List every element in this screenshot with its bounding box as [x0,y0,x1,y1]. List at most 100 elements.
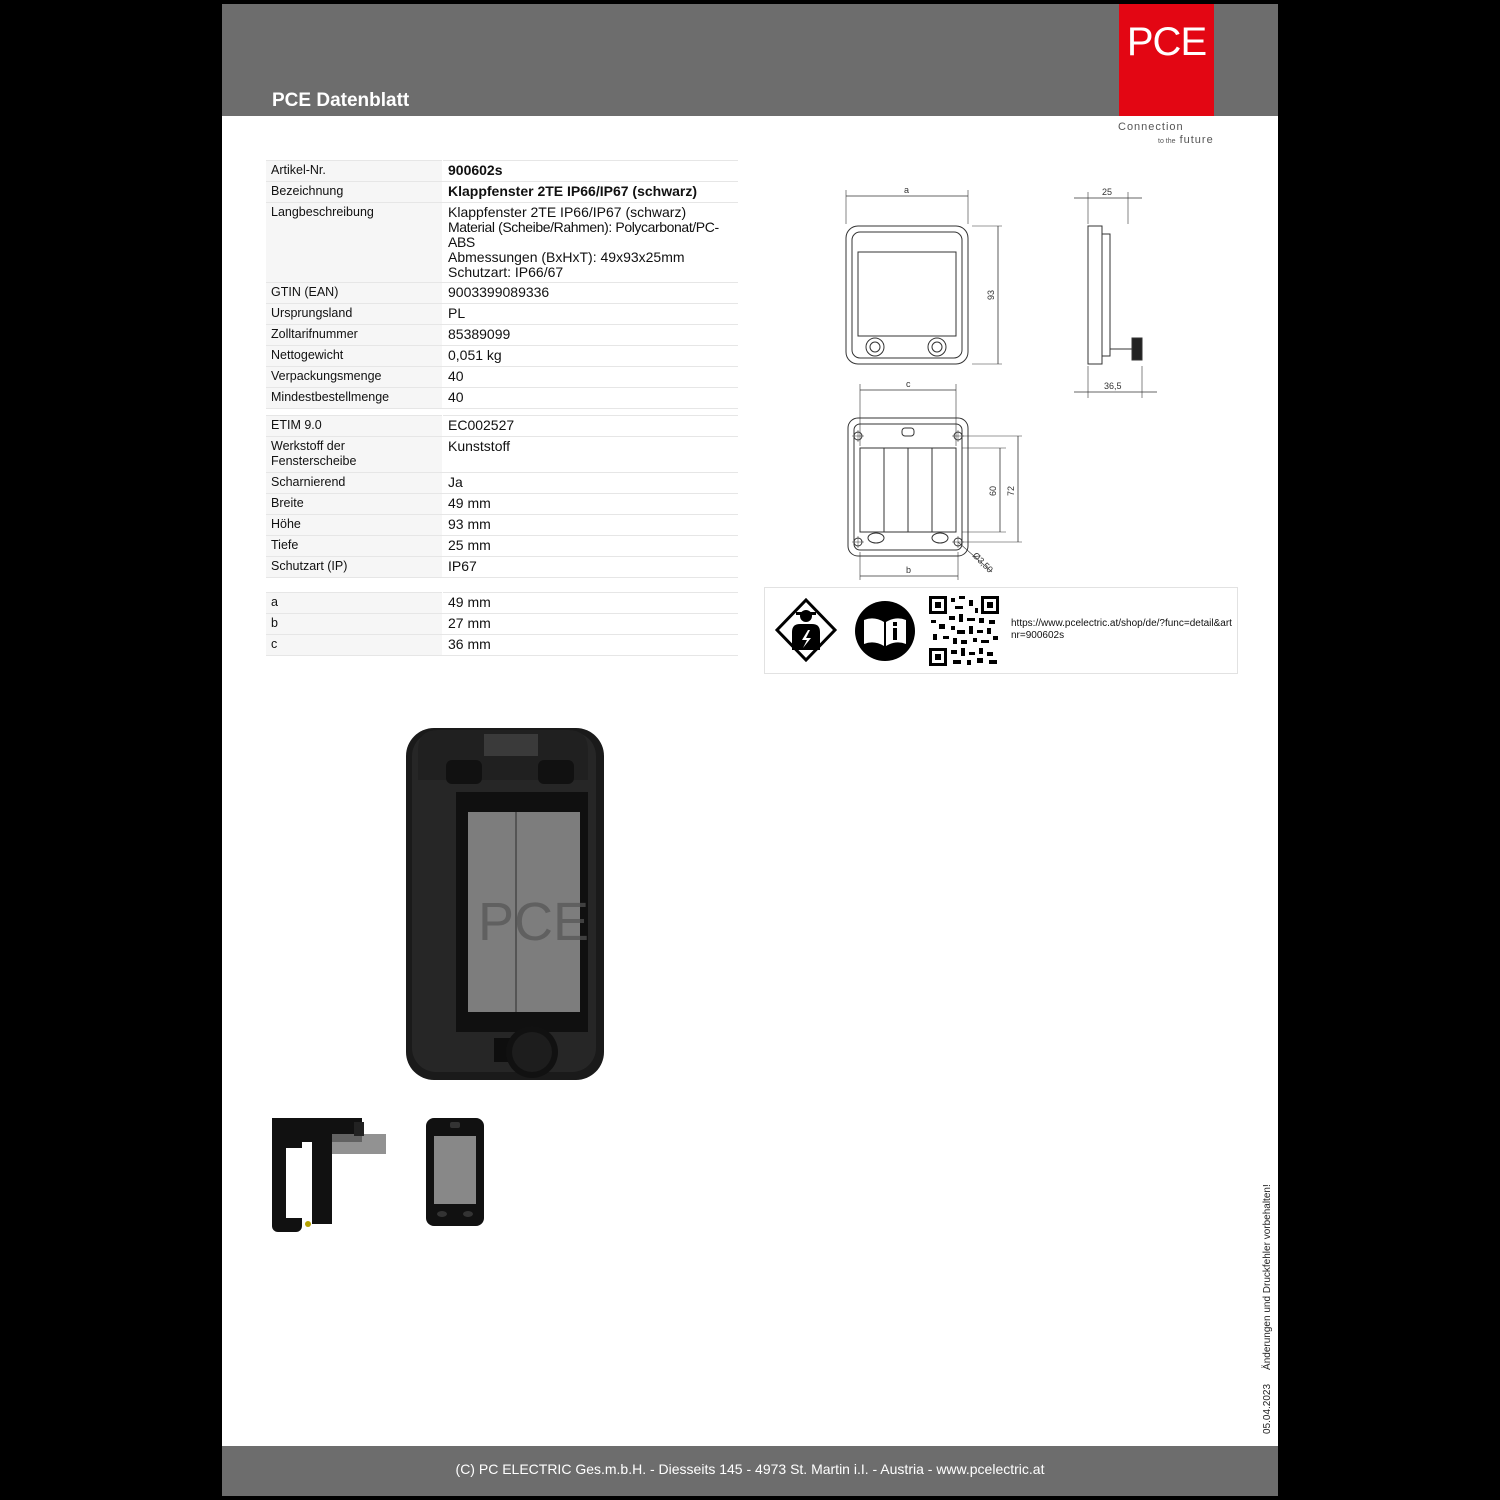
logo-text: PCE [1126,20,1207,64]
front-view-inner [851,231,963,359]
side-note: 05.04.2023 Änderungen und Druckfehler vor… [1262,1184,1273,1434]
long-description-line: Abmessungen (BxHxT): 49x93x25mm [448,249,685,265]
row-value: 49 mm [442,592,738,614]
footer-text: (C) PC ELECTRIC Ges.m.b.H. - Diesseits 1… [455,1461,1045,1477]
product-photo: PCE [406,728,604,1080]
article-designation: Klappfenster 2TE IP66/IP67 (schwarz) [442,181,738,203]
row-value: 85389099 [442,324,738,346]
side-note-text: Änderungen und Druckfehler vorbehalten! [1262,1184,1273,1370]
row-value: 9003399089336 [442,282,738,304]
long-description-line: Klappfenster 2TE IP66/IP67 (schwarz) [448,204,687,220]
long-description-line: Material (Scheibe/Rahmen): Polycarbonat/… [448,219,719,250]
row-value: 36 mm [442,634,738,656]
table-row: Schutzart (IP)IP67 [266,556,738,578]
dim-label-a: a [904,185,909,195]
row-key: Scharnierend [266,472,443,494]
long-description: Klappfenster 2TE IP66/IP67 (schwarz) Mat… [442,202,738,283]
row-key: Langbeschreibung [266,202,443,283]
qr-code-icon[interactable] [929,596,999,666]
row-key: Ursprungsland [266,303,443,325]
dim-label-b: b [906,565,911,575]
table-row: Artikel-Nr.900602s [266,160,738,182]
side-view-body [1087,225,1103,365]
front-view-frame [845,225,969,365]
footer-bar: (C) PC ELECTRIC Ges.m.b.H. - Diesseits 1… [222,1446,1278,1496]
dim-label-60: 60 [988,486,998,496]
row-key: Artikel-Nr. [266,160,443,182]
manual-info-icon [855,601,915,661]
row-value: 0,051 kg [442,345,738,367]
row-value: Ja [442,472,738,494]
dim-label-72: 72 [1006,486,1016,496]
row-value: 93 mm [442,514,738,536]
dim-label-36-5: 36,5 [1104,381,1122,391]
row-key: Zolltarifnummer [266,324,443,346]
row-key-line: Fensterscheibe [271,454,357,468]
product-photo-side [272,1118,386,1232]
dim-label-25: 25 [1102,187,1112,197]
product-url[interactable]: https://www.pcelectric.at/shop/de/?func=… [1011,618,1232,641]
row-key: Verpackungsmenge [266,366,443,388]
row-key: c [266,634,443,656]
row-value: 40 [442,387,738,409]
row-key: GTIN (EAN) [266,282,443,304]
row-key: Bezeichnung [266,181,443,203]
info-box: https://www.pcelectric.at/shop/de/?func=… [764,587,1238,674]
row-value: EC002527 [442,415,738,437]
tagline-future-word: future [1179,134,1214,146]
electrician-icon [774,598,838,662]
row-key: Schutzart (IP) [266,556,443,578]
row-key-line: Werkstoff der [271,439,345,453]
datasheet-page: PCE Datenblatt PCE Connection to the fut… [222,4,1278,1496]
row-key: Nettogewicht [266,345,443,367]
front-view-window [857,251,957,337]
row-value: 27 mm [442,613,738,635]
side-note-date: 05.04.2023 [1262,1383,1273,1434]
dim-label-93: 93 [986,290,996,300]
row-value: 49 mm [442,493,738,515]
side-view-knob [1131,337,1143,361]
photo-watermark: PCE [478,892,589,952]
row-key: Tiefe [266,535,443,557]
row-key: b [266,613,443,635]
back-view-frame [847,417,969,557]
dim-label-c: c [906,379,911,389]
row-key: Mindestbestellmenge [266,387,443,409]
header-bar: PCE Datenblatt PCE [222,4,1278,116]
tagline-future: to the future [1158,134,1214,146]
row-key: Breite [266,493,443,515]
pce-logo: PCE [1119,4,1214,116]
technical-drawing: a 93 25 36,5 c 60 72 b Ø3,50 [845,185,1157,580]
page-title: PCE Datenblatt [272,90,410,111]
tagline-to-the: to the [1158,138,1176,145]
row-value: PL [442,303,738,325]
row-value: IP67 [442,556,738,578]
row-value: 25 mm [442,535,738,557]
tagline-connection: Connection [1118,121,1184,133]
row-key: a [266,592,443,614]
row-value: Kunststoff [442,436,738,473]
row-value: 40 [442,366,738,388]
article-number: 900602s [442,160,738,182]
dim-label-hole: Ø3,50 [971,550,995,574]
back-view-inner [853,423,963,551]
